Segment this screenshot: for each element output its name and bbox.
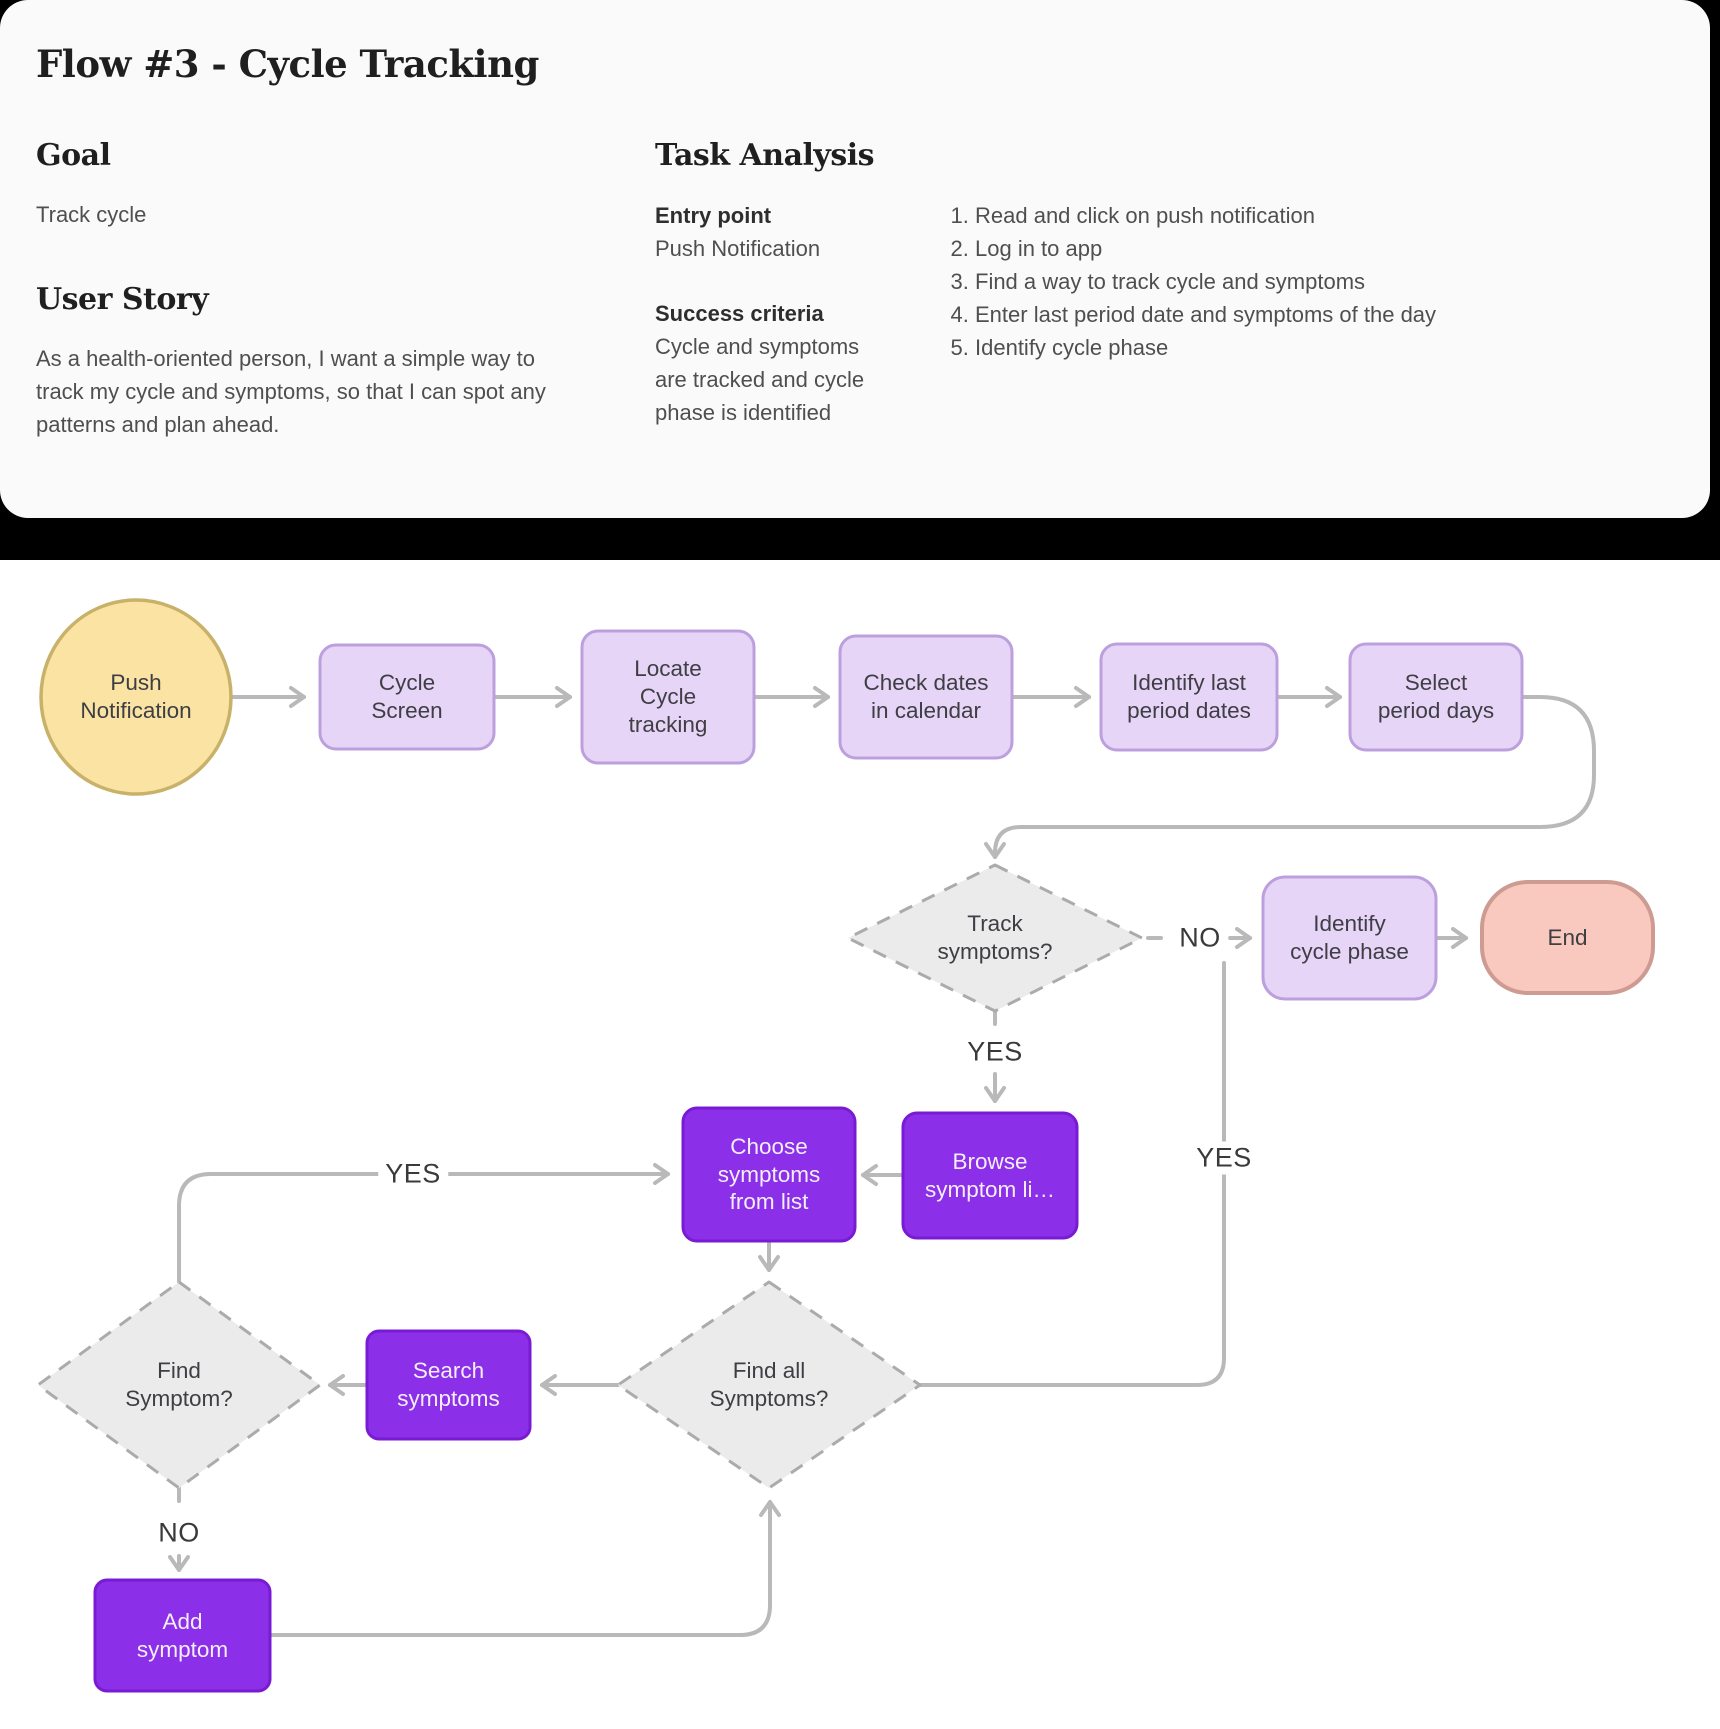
flowchart-graphics xyxy=(36,598,1655,1693)
node-identify-cycle-phase[interactable]: Identify cycle phase xyxy=(1290,911,1409,964)
connector-select-to-track-symptoms xyxy=(984,695,1596,859)
node-shape-choose-symptoms xyxy=(681,1106,857,1243)
goal-text: Track cycle xyxy=(36,202,147,227)
node-shape-identify-cycle-phase xyxy=(1261,875,1438,1001)
task-step: Enter last period date and symptoms of t… xyxy=(975,298,1436,331)
node-shape-locate-cycle-tracking xyxy=(580,629,756,765)
node-cycle-screen[interactable]: Cycle Screen xyxy=(371,670,443,723)
task-analysis-heading: Task Analysis xyxy=(655,138,875,173)
flow-summary-card: Flow #3 - Cycle Tracking Goal Track cycl… xyxy=(0,0,1710,518)
node-shape-browse-symptom-list xyxy=(901,1111,1079,1240)
task-step: Read and click on push notification xyxy=(975,199,1436,232)
task-step: Identify cycle phase xyxy=(975,331,1436,364)
node-shape-select-period-days xyxy=(1348,642,1524,752)
node-locate-cycle-tracking[interactable]: Locate Cycle tracking xyxy=(628,656,708,737)
node-shape-find-all-symptoms xyxy=(616,1280,922,1490)
connector-add-symptom-to-find-all xyxy=(268,1500,781,1637)
connector-find-symptom-yes-to-choose xyxy=(177,1163,670,1284)
connector-find-all-yes-up xyxy=(918,961,1226,1387)
success-criteria-label: Success criteria xyxy=(655,301,824,326)
node-push-notification[interactable]: Push Notification xyxy=(80,670,192,723)
entry-point-label: Entry point xyxy=(655,203,772,228)
node-choose-symptoms[interactable]: Choose symptoms from list xyxy=(717,1133,821,1215)
node-check-dates[interactable]: Check dates in calendar xyxy=(863,670,989,723)
node-browse-symptom-list[interactable]: Browse symptom li… xyxy=(924,1148,1055,1202)
node-shape-search-symptoms xyxy=(365,1329,532,1441)
node-shape-check-dates xyxy=(838,634,1014,760)
node-identify-last-period[interactable]: Identify last period dates xyxy=(1127,670,1251,723)
node-track-symptoms[interactable]: Track symptoms? xyxy=(937,911,1053,964)
task-steps-list: Read and click on push notification Log … xyxy=(945,199,1436,364)
node-shape-track-symptoms xyxy=(846,863,1144,1013)
user-story-heading: User Story xyxy=(36,282,209,317)
page-title: Flow #3 - Cycle Tracking xyxy=(36,42,539,86)
node-add-symptom[interactable]: Add symptom xyxy=(136,1608,229,1662)
success-criteria-text: Cycle and symptoms are tracked and cycle… xyxy=(655,334,865,425)
node-search-symptoms[interactable]: Search symptoms xyxy=(397,1358,500,1411)
goal-heading: Goal xyxy=(36,138,111,173)
node-shape-cycle-screen xyxy=(318,643,496,751)
edge-label-find-symptom-no[interactable]: NO xyxy=(151,1516,207,1550)
edge-label-track-no[interactable]: NO xyxy=(1172,921,1228,955)
task-step: Log in to app xyxy=(975,232,1436,265)
node-end[interactable]: End xyxy=(1547,924,1588,950)
node-shape-push-notification xyxy=(39,598,233,796)
flowchart-canvas: Push Notification Cycle Screen Locate Cy… xyxy=(0,560,1720,1729)
node-select-period-days[interactable]: Select period days xyxy=(1377,670,1495,723)
entry-point-value: Push Notification xyxy=(655,236,821,261)
edge-label-track-yes[interactable]: YES xyxy=(960,1035,1030,1069)
node-shape-end xyxy=(1480,880,1655,995)
user-story-text: As a health-oriented person, I want a si… xyxy=(36,346,546,437)
node-shape-add-symptom xyxy=(93,1578,272,1693)
node-find-all-symptoms[interactable]: Find all Symptoms? xyxy=(709,1358,829,1411)
node-shape-identify-last-period xyxy=(1099,642,1279,752)
edge-label-find-symptom-yes[interactable]: YES xyxy=(378,1157,448,1191)
task-step: Find a way to track cycle and symptoms xyxy=(975,265,1436,298)
edge-label-find-all-yes[interactable]: YES xyxy=(1189,1141,1259,1175)
node-find-symptom[interactable]: Find Symptom? xyxy=(125,1358,233,1411)
node-shape-find-symptom xyxy=(36,1280,322,1490)
